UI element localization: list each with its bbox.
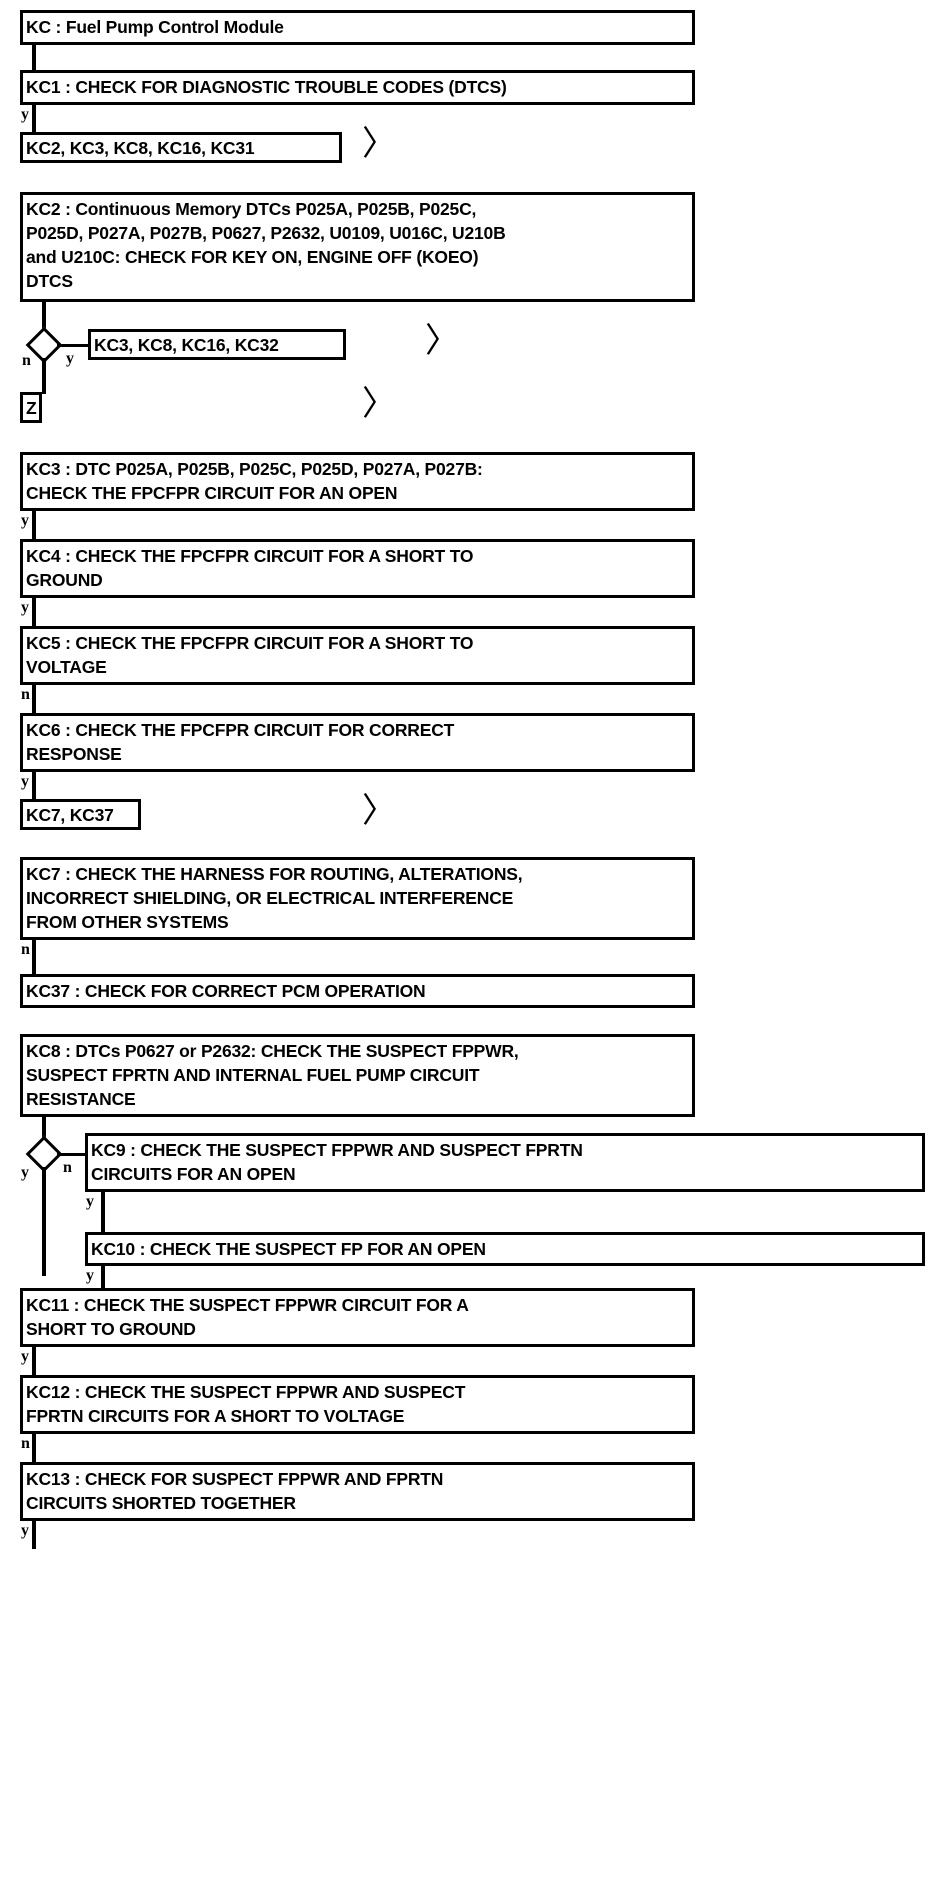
branch-label-kc2-diamond-n: n	[22, 352, 31, 369]
branch-label-kc13-y: y	[21, 1522, 29, 1539]
connector-kc11-to-kc12	[32, 1347, 36, 1375]
branch-label-kc1-y: y	[21, 106, 29, 123]
connector-kc5-to-kc6	[32, 685, 36, 713]
connector-diamond-kc2-to-z	[42, 358, 46, 394]
node-kc1[interactable]: KC1 : CHECK FOR DIAGNOSTIC TROUBLE CODES…	[20, 70, 695, 105]
node-kc2[interactable]: KC2 : Continuous Memory DTCs P025A, P025…	[20, 192, 695, 302]
connector-kc1-to-ref1	[32, 105, 36, 132]
node-kc3[interactable]: KC3 : DTC P025A, P025B, P025C, P025D, P0…	[20, 452, 695, 511]
continuation-marker-2: 〉	[425, 323, 459, 360]
connector-kc13-down	[32, 1521, 36, 1549]
node-kc7[interactable]: KC7 : CHECK THE HARNESS FOR ROUTING, ALT…	[20, 857, 695, 940]
node-kc10[interactable]: KC10 : CHECK THE SUSPECT FP FOR AN OPEN	[85, 1232, 925, 1266]
node-kc6[interactable]: KC6 : CHECK THE FPCFPR CIRCUIT FOR CORRE…	[20, 713, 695, 772]
node-ref-kc7-kc37[interactable]: KC7, KC37	[20, 799, 141, 830]
branch-label-kc8-diamond-n: n	[63, 1159, 72, 1176]
node-kc9[interactable]: KC9 : CHECK THE SUSPECT FPPWR AND SUSPEC…	[85, 1133, 925, 1192]
continuation-marker-3: 〉	[362, 386, 396, 423]
node-kc12[interactable]: KC12 : CHECK THE SUSPECT FPPWR AND SUSPE…	[20, 1375, 695, 1434]
branch-label-kc7-n: n	[21, 941, 30, 958]
connector-title-to-kc1	[32, 45, 36, 70]
node-ref-z[interactable]: Z	[20, 392, 42, 423]
node-kc37[interactable]: KC37 : CHECK FOR CORRECT PCM OPERATION	[20, 974, 695, 1008]
connector-kc8-to-diamond	[42, 1117, 46, 1145]
branch-label-kc6-y: y	[21, 773, 29, 790]
branch-label-kc9-y: y	[86, 1193, 94, 1210]
branch-label-kc10-y: y	[86, 1267, 94, 1284]
node-ref-kc2-kc3-kc8-kc16-kc31[interactable]: KC2, KC3, KC8, KC16, KC31	[20, 132, 342, 163]
continuation-marker-1: 〉	[362, 126, 396, 163]
node-kc11[interactable]: KC11 : CHECK THE SUSPECT FPPWR CIRCUIT F…	[20, 1288, 695, 1347]
branch-label-kc3-y: y	[21, 512, 29, 529]
node-kc5[interactable]: KC5 : CHECK THE FPCFPR CIRCUIT FOR A SHO…	[20, 626, 695, 685]
connector-kc9-to-kc10	[101, 1192, 105, 1232]
continuation-marker-4: 〉	[362, 793, 396, 830]
branch-label-kc8-diamond-y: y	[21, 1164, 29, 1181]
branch-label-kc5-n: n	[21, 686, 30, 703]
node-kc8[interactable]: KC8 : DTCs P0627 or P2632: CHECK THE SUS…	[20, 1034, 695, 1117]
node-ref-kc3-kc8-kc16-kc32[interactable]: KC3, KC8, KC16, KC32	[88, 329, 346, 360]
connector-kc6-to-ref3	[32, 772, 36, 799]
branch-label-kc4-y: y	[21, 599, 29, 616]
connector-diamond-kc2-to-ref2	[57, 344, 90, 347]
node-kc-title[interactable]: KC : Fuel Pump Control Module	[20, 10, 695, 45]
connector-diamond-kc8-left-rail	[42, 1167, 46, 1276]
branch-label-kc12-n: n	[21, 1435, 30, 1452]
connector-kc4-to-kc5	[32, 598, 36, 626]
branch-label-kc11-y: y	[21, 1348, 29, 1365]
connector-kc7-to-kc37	[32, 940, 36, 974]
branch-label-kc2-diamond-y: y	[66, 350, 74, 367]
node-kc4[interactable]: KC4 : CHECK THE FPCFPR CIRCUIT FOR A SHO…	[20, 539, 695, 598]
connector-kc2-to-diamond	[42, 302, 46, 336]
connector-kc3-to-kc4	[32, 511, 36, 539]
node-kc13[interactable]: KC13 : CHECK FOR SUSPECT FPPWR AND FPRTN…	[20, 1462, 695, 1521]
connector-kc10-to-kc11	[101, 1266, 105, 1288]
connector-kc12-to-kc13	[32, 1434, 36, 1462]
connector-diamond-kc8-to-kc9	[57, 1153, 87, 1156]
